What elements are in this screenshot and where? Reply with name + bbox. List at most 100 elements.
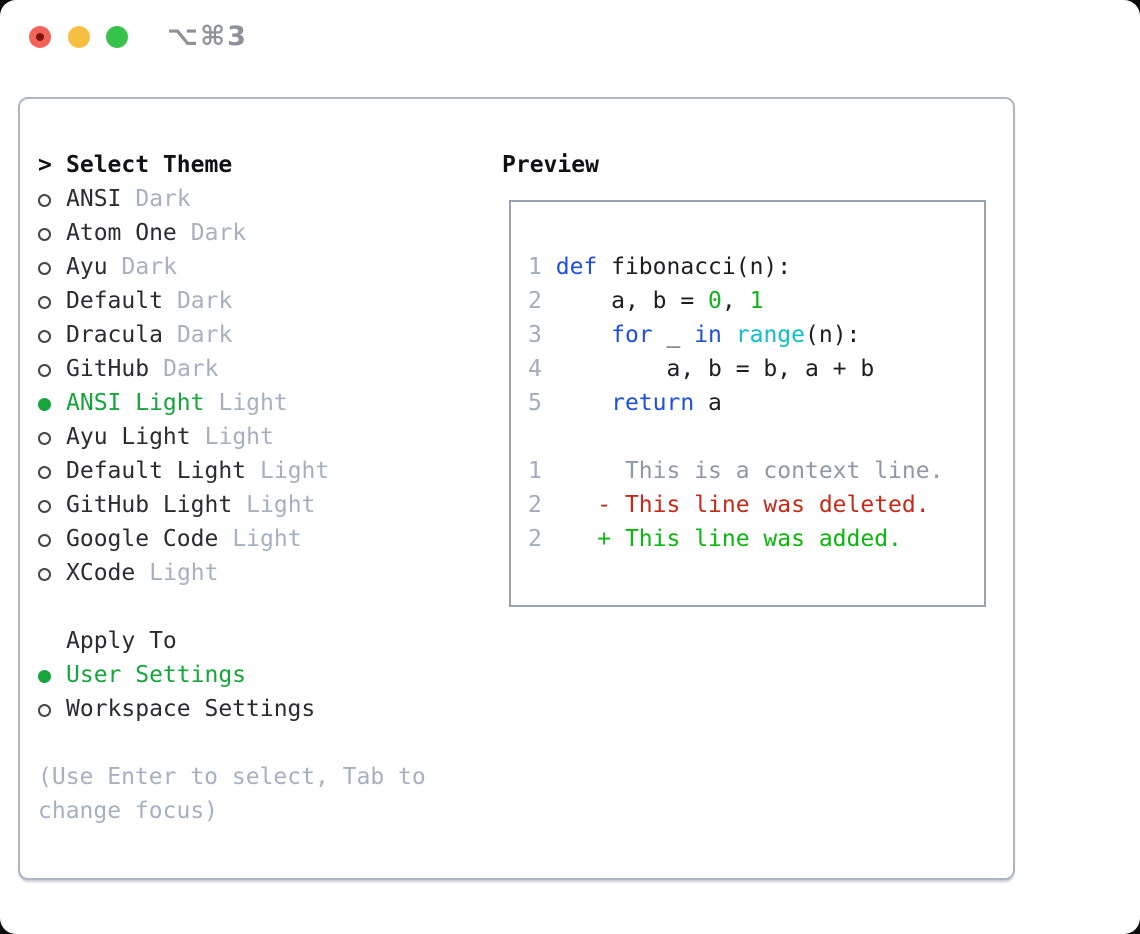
zoom-button[interactable] xyxy=(106,26,128,48)
code-segment: def xyxy=(555,254,598,280)
diff-line: 2 + This line was added. xyxy=(528,522,984,556)
theme-variant: Dark xyxy=(135,186,191,212)
theme-option[interactable]: ANSI Dark xyxy=(38,182,426,216)
line-number: 4 xyxy=(528,356,542,382)
code-segment: fibonacci(n): xyxy=(597,254,792,280)
line-number: 1 xyxy=(528,458,542,484)
radio-selected-icon xyxy=(38,398,51,411)
minimize-button[interactable] xyxy=(68,26,90,48)
theme-variant: Light xyxy=(204,424,274,450)
radio-icon xyxy=(38,228,51,241)
line-number: 5 xyxy=(528,390,542,416)
help-text: change focus) xyxy=(38,798,219,824)
theme-variant: Light xyxy=(232,526,302,552)
theme-name: GitHub Light xyxy=(66,492,233,518)
code-segment: _ xyxy=(652,322,695,348)
blank-row xyxy=(528,420,984,454)
code-segment: 0 xyxy=(708,288,722,314)
radio-icon xyxy=(38,194,51,207)
theme-variant: Light xyxy=(218,390,288,416)
code-line: 1 def fibonacci(n): xyxy=(528,250,984,284)
close-button[interactable] xyxy=(29,26,51,48)
code-segment xyxy=(556,390,611,416)
radio-icon xyxy=(38,500,51,513)
code-segment: + This line was added. xyxy=(597,526,902,552)
apply-option[interactable]: Workspace Settings xyxy=(38,692,426,726)
apply-option[interactable]: User Settings xyxy=(38,658,426,692)
prompt-icon: > xyxy=(38,152,52,178)
theme-variant: Dark xyxy=(163,356,219,382)
line-number: 2 xyxy=(528,526,542,552)
theme-option[interactable]: ANSI Light Light xyxy=(38,386,426,420)
theme-variant: Light xyxy=(260,458,330,484)
radio-icon xyxy=(38,704,51,717)
radio-icon xyxy=(38,296,51,309)
theme-option[interactable]: GitHub Dark xyxy=(38,352,426,386)
theme-name: ANSI xyxy=(66,186,122,212)
theme-name: GitHub xyxy=(66,356,150,382)
theme-variant: Dark xyxy=(190,220,247,246)
theme-variant: Light xyxy=(149,560,219,586)
theme-name: Ayu xyxy=(66,254,108,280)
theme-name: ANSI Light xyxy=(66,390,205,416)
theme-option[interactable]: Default Dark xyxy=(38,284,426,318)
theme-name: Dracula xyxy=(66,322,163,348)
blank-row xyxy=(38,726,426,760)
theme-option[interactable]: Ayu Light Light xyxy=(38,420,426,454)
diff-line: 1 This is a context line. xyxy=(528,454,984,488)
code-segment: a xyxy=(694,390,722,416)
apply-to-title: Apply To xyxy=(66,628,177,654)
apply-option-label: User Settings xyxy=(66,662,247,688)
code-segment: This is a context line. xyxy=(555,458,944,484)
window-shortcut-label: ⌥⌘3 xyxy=(167,21,248,52)
theme-variant: Dark xyxy=(176,322,233,348)
apply-option-label: Workspace Settings xyxy=(66,696,316,722)
code-segment xyxy=(722,322,736,348)
code-segment xyxy=(556,492,598,518)
theme-variant: Dark xyxy=(176,288,233,314)
radio-selected-icon xyxy=(38,670,51,683)
code-segment: 1 xyxy=(749,288,764,314)
radio-icon xyxy=(38,262,51,275)
code-segment: , xyxy=(721,288,750,314)
theme-option[interactable]: Dracula Dark xyxy=(38,318,426,352)
preview-title: Preview xyxy=(502,152,599,178)
radio-icon xyxy=(38,568,51,581)
theme-name: Ayu Light xyxy=(66,424,191,450)
help-text: (Use Enter to select, Tab to xyxy=(38,764,426,790)
code-segment: a, b = xyxy=(555,288,709,314)
theme-option[interactable]: XCode Light xyxy=(38,556,426,590)
radio-icon xyxy=(38,432,51,445)
code-line: 2 a, b = 0, 1 xyxy=(528,284,984,318)
theme-name: Default xyxy=(66,288,163,314)
line-number: 2 xyxy=(528,492,542,518)
code-line: 3 for _ in range(n): xyxy=(528,318,984,352)
code-segment: range xyxy=(735,322,806,348)
radio-icon xyxy=(38,466,51,479)
code-segment: - This line was deleted. xyxy=(597,492,930,518)
blank-row xyxy=(38,590,426,624)
code-line: 4 a, b = b, a + b xyxy=(528,352,984,386)
code-line: 5 return a xyxy=(528,386,984,420)
select-theme-title: Select Theme xyxy=(66,152,233,178)
code-segment: a, b = b, a + b xyxy=(555,356,875,382)
line-number: 3 xyxy=(528,322,542,348)
line-number: 2 xyxy=(528,288,542,314)
line-number: 1 xyxy=(528,254,542,280)
theme-option[interactable]: Default Light Light xyxy=(38,454,426,488)
diff-line: 2 - This line was deleted. xyxy=(528,488,984,522)
theme-name: XCode xyxy=(66,560,136,586)
theme-name: Default Light xyxy=(66,458,247,484)
radio-icon xyxy=(38,330,51,343)
select-theme-header: > Select Theme xyxy=(38,148,426,182)
code-segment: in xyxy=(694,322,722,348)
code-segment xyxy=(556,526,598,552)
